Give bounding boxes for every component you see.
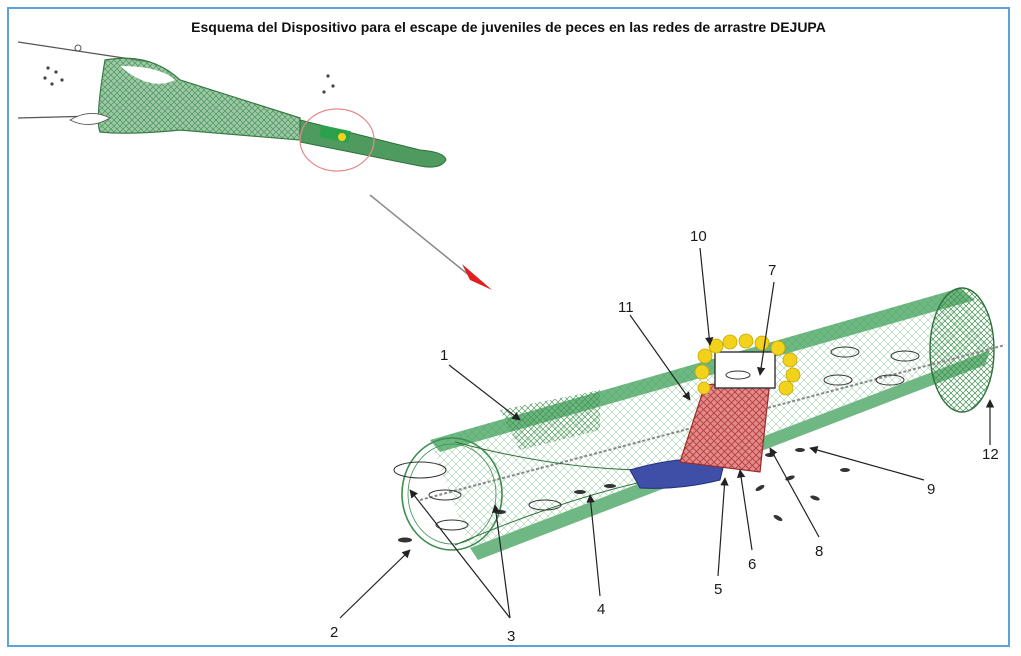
small-fish-marks — [43, 66, 335, 94]
leader-lines — [339, 247, 995, 619]
dejupa-device — [393, 287, 1006, 560]
callout-labels: 1 2 3 4 5 6 7 8 9 10 11 12 — [330, 228, 999, 645]
label-3: 3 — [507, 628, 515, 645]
label-11: 11 — [618, 299, 634, 316]
label-1: 1 — [440, 347, 448, 364]
label-6: 6 — [748, 556, 756, 573]
label-8: 8 — [815, 543, 823, 560]
label-7: 7 — [768, 262, 776, 279]
diagram-title: Esquema del Dispositivo para el escape d… — [191, 19, 826, 35]
fish-silhouettes — [393, 346, 920, 531]
label-2: 2 — [330, 624, 338, 641]
label-10: 10 — [690, 228, 707, 245]
label-5: 5 — [714, 581, 722, 598]
zoom-direction-arrow — [369, 194, 492, 290]
label-12: 12 — [982, 446, 999, 463]
label-9: 9 — [927, 481, 935, 498]
trawl-net-overview — [17, 41, 447, 172]
label-4: 4 — [597, 601, 605, 618]
